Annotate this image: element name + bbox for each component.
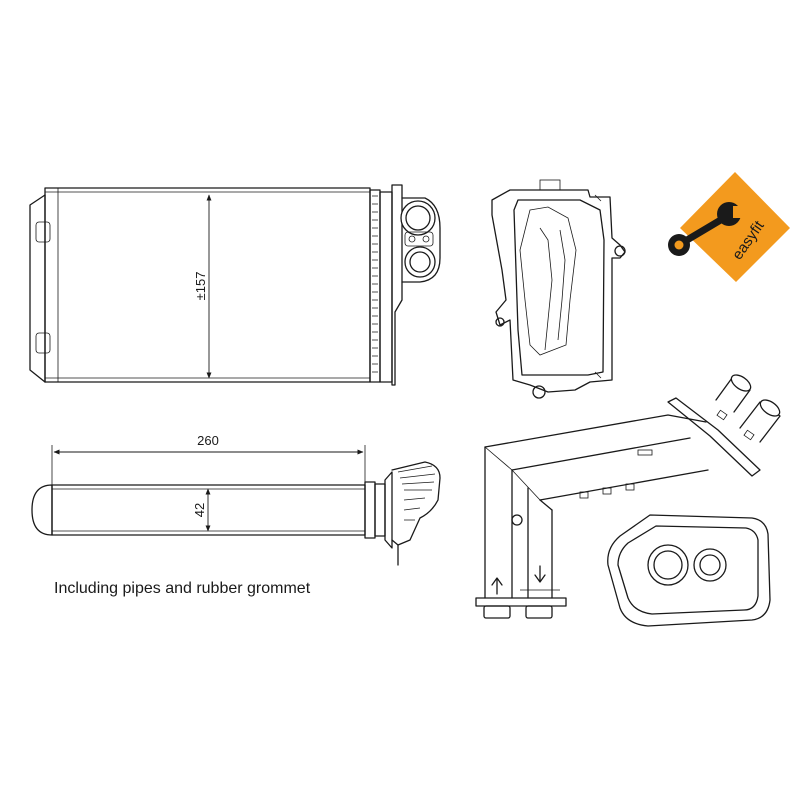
easyfit-badge-background (680, 172, 790, 282)
top-view: 260 42 (31, 433, 441, 566)
easyfit-badge: easyfit (668, 172, 790, 282)
side-view (491, 179, 626, 399)
front-view: ±157 (29, 184, 441, 386)
caption-text: Including pipes and rubber grommet (54, 580, 311, 597)
wrench-icon (668, 202, 742, 256)
thickness-dimension-label: 42 (192, 503, 207, 517)
rubber-grommet (607, 514, 771, 627)
pipe-assembly (475, 374, 781, 619)
height-dimension-label: ±157 (193, 272, 208, 301)
length-dimension-label: 260 (197, 433, 219, 448)
fin-pattern (372, 195, 378, 373)
